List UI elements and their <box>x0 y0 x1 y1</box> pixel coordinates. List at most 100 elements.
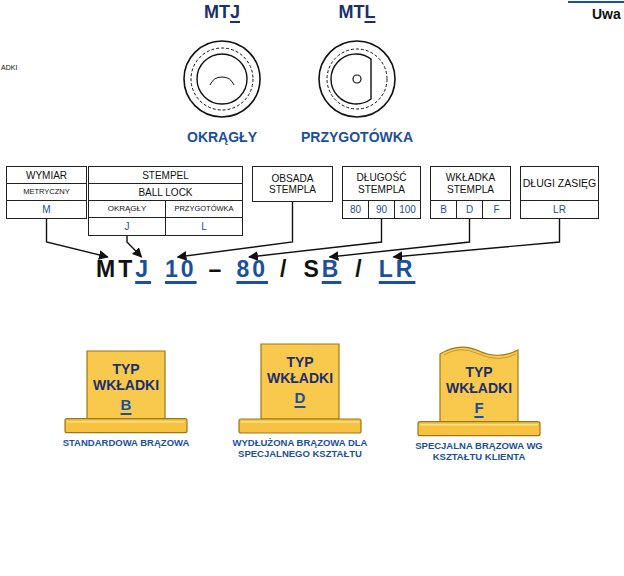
code-letters: MT <box>339 2 365 22</box>
code-segment: / <box>280 256 289 283</box>
cell-text: STEMPEL <box>142 170 189 181</box>
table-cell: 90 <box>368 200 395 219</box>
insert-heading: TYP WKŁADKI <box>444 365 514 396</box>
flange-highlight <box>241 421 359 423</box>
hidden-circle <box>327 49 387 109</box>
insert-label: TYP WKŁADKI F <box>394 365 564 416</box>
outer-circle <box>184 41 260 117</box>
inner-circle <box>197 54 247 104</box>
fragment-label: ADKI <box>1 64 17 71</box>
punch-view: MTJOKRĄGŁY <box>162 2 282 152</box>
bushing-body <box>261 344 339 419</box>
table-cell: METRYCZNY <box>6 183 87 201</box>
shape-caption: OKRĄGŁY <box>152 129 292 145</box>
ball-seat <box>210 77 234 85</box>
rule-line <box>568 1 624 3</box>
table-cell: 100 <box>394 200 421 219</box>
table-cell: DŁUGOŚĆ STEMPLA <box>342 166 421 201</box>
bushing-flange <box>418 422 540 436</box>
table-cell: WYMIAR <box>6 166 87 184</box>
insert-heading: TYP WKŁADKI <box>265 355 335 386</box>
punch-section <box>174 32 270 124</box>
table-cell: B <box>430 200 457 219</box>
cell-text: OBSADA STEMPLA <box>253 173 332 195</box>
table-cell: STEMPEL <box>88 166 243 184</box>
insert-letter: D <box>215 389 385 406</box>
cell-text: PRZYGOTÓWKA <box>174 205 233 213</box>
code-segment: MT <box>96 256 135 283</box>
cell-text: J <box>125 221 130 232</box>
insert-bushing: TYP WKŁADKI D WYDŁUŻONA BRĄZOWA DLA SPECJA… <box>215 343 385 477</box>
insert-heading: TYP WKŁADKI <box>91 362 161 393</box>
bushing-flange <box>239 419 361 433</box>
bushing-contour <box>444 350 516 359</box>
cell-text: 100 <box>399 204 416 215</box>
cell-text: D <box>466 204 473 215</box>
leader-arrow <box>393 219 559 257</box>
insert-bushing: TYP WKŁADKI B STANDARDOWA BRĄZOWA <box>41 350 211 476</box>
punch-view: MTLPRZYGOTÓWKA <box>297 2 417 152</box>
cell-text: DŁUGOŚĆ STEMPLA <box>343 172 420 194</box>
cell-text: LR <box>553 204 566 215</box>
bushing-flange <box>65 419 187 433</box>
code-segment: B <box>322 256 342 283</box>
table-cell: OBSADA STEMPLA <box>252 166 333 202</box>
code-letters: J <box>230 2 240 22</box>
table-cell: OKRĄGŁY <box>88 200 166 218</box>
insert-label: TYP WKŁADKI B <box>41 362 211 413</box>
hidden-circle <box>191 48 253 110</box>
table-cell: M <box>6 200 87 219</box>
cell-text: M <box>42 204 50 215</box>
cell-text: WKŁADKA STEMPLA <box>431 172 510 194</box>
table-cell: J <box>88 217 166 236</box>
table-cell: LR <box>520 200 599 219</box>
cell-text: BALL LOCK <box>138 187 192 198</box>
fragment-label: Uwa <box>592 6 621 22</box>
insert-caption: STANDARDOWA BRĄZOWA <box>41 438 211 449</box>
outer-circle <box>319 41 395 117</box>
cell-text: METRYCZNY <box>23 188 70 196</box>
table-cell: DŁUGI ZASIĘG <box>520 166 599 201</box>
table-cell: L <box>165 217 243 236</box>
code-letters: MT <box>204 2 230 22</box>
insert-letter: B <box>41 396 211 413</box>
cell-text: F <box>493 204 499 215</box>
insert-caption: SPECJALNA BRĄZOWA WG KSZTAŁTU KLIENTA <box>394 441 564 463</box>
insert-bushing: TYP WKŁADKI F SPECJALNA BRĄZOWA WG KSZTAŁT… <box>394 345 564 477</box>
code-heading: MTJ <box>162 2 282 23</box>
code-segment: 80 <box>236 256 268 283</box>
table-cell: WKŁADKA STEMPLA <box>430 166 511 201</box>
insert-letter: F <box>394 399 564 416</box>
cell-text: 80 <box>350 204 361 215</box>
code-segment: / <box>355 256 364 283</box>
order-code: MTJ 10–80 / SB / LR <box>96 256 415 283</box>
table-cell: 80 <box>342 200 369 219</box>
code-segment: LR <box>379 256 416 283</box>
cell-text: B <box>440 204 447 215</box>
cell-text: 90 <box>376 204 387 215</box>
code-segment: – <box>209 256 225 283</box>
code-segment: S <box>303 256 321 283</box>
cell-text: OKRĄGŁY <box>108 205 147 214</box>
cell-text: WYMIAR <box>26 170 67 181</box>
punch-section <box>309 32 405 124</box>
table-cell: PRZYGOTÓWKA <box>165 200 243 218</box>
shaped-contour <box>331 54 371 104</box>
flange-highlight <box>420 424 538 426</box>
table-cell: D <box>456 200 483 219</box>
shape-caption: PRZYGOTÓWKA <box>287 129 427 145</box>
leader-arrow <box>127 236 142 257</box>
code-segment: 10 <box>165 256 197 283</box>
leader-arrow <box>330 219 470 257</box>
cell-text: DŁUGI ZASIĘG <box>523 178 597 190</box>
code-segment: J <box>135 256 151 283</box>
table-cell: F <box>482 200 511 219</box>
cell-text: L <box>201 221 207 232</box>
code-heading: MTL <box>297 2 417 23</box>
insert-caption: WYDŁUŻONA BRĄZOWA DLA SPECJALNEGO KSZTAŁ… <box>215 438 385 460</box>
flange-highlight <box>67 421 185 423</box>
center-point <box>353 75 361 83</box>
table-cell: BALL LOCK <box>88 183 243 201</box>
